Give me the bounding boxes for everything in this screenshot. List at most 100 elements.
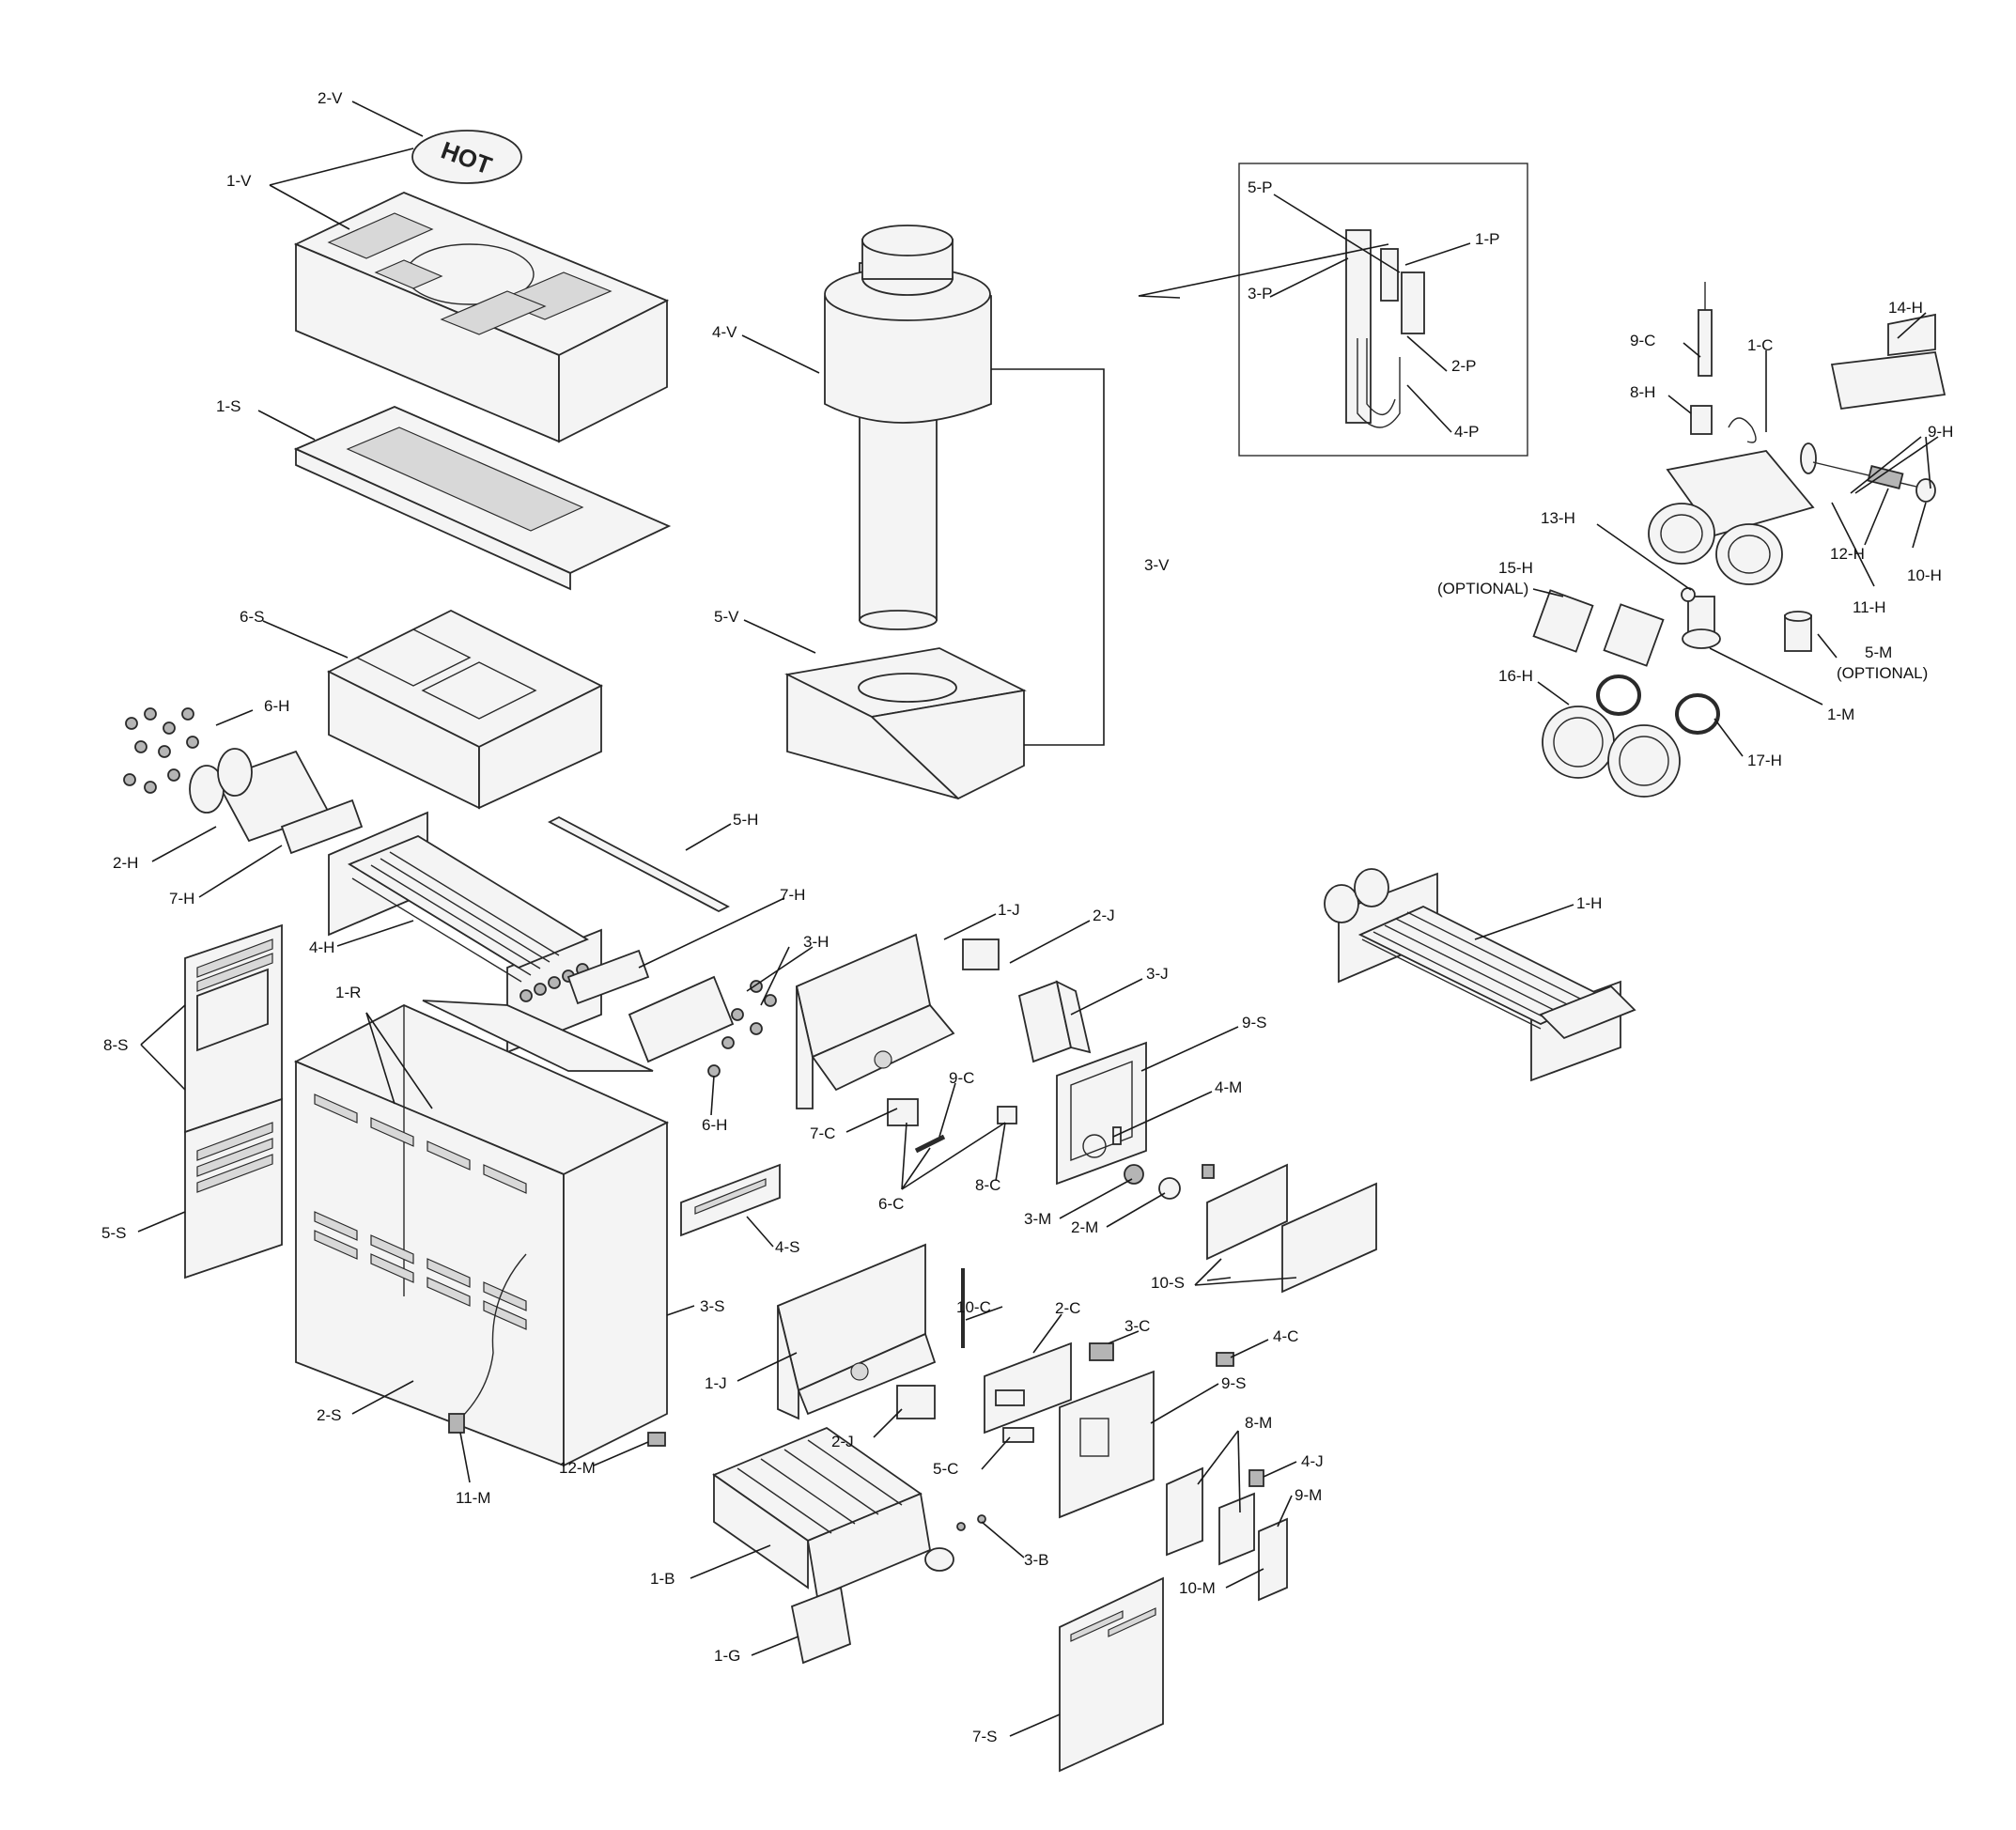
label-16-h: 16-H xyxy=(1498,667,1533,685)
label-14-h: 14-H xyxy=(1888,299,1923,317)
label-2-m: 2-M xyxy=(1071,1218,1098,1236)
top-gasket-frame xyxy=(293,406,672,591)
label-4-s: 4-S xyxy=(775,1238,799,1256)
bezel-lower xyxy=(1059,1370,1155,1519)
label-3-m: 3-M xyxy=(1024,1210,1051,1228)
heat-exchanger-assembly xyxy=(1324,868,1636,1082)
gasket-5c xyxy=(1002,1427,1034,1443)
label-4-j: 4-J xyxy=(1301,1452,1324,1470)
drain-plug xyxy=(1681,587,1696,602)
tube-bundle xyxy=(328,811,602,1054)
clip xyxy=(1728,417,1757,443)
label-10-m: 10-M xyxy=(1179,1579,1216,1597)
label-10-h: 10-H xyxy=(1907,566,1942,584)
bezel-upper xyxy=(1056,1041,1147,1186)
label-9-s-top: 9-S xyxy=(1242,1014,1266,1031)
leader-lines xyxy=(137,101,1939,1737)
connector-4c xyxy=(1216,1352,1234,1367)
check-valve xyxy=(1682,596,1721,649)
label-9-m: 9-M xyxy=(1295,1486,1322,1504)
vent-pipe-collar xyxy=(824,225,992,630)
vent-adapter-box xyxy=(784,647,1027,800)
top-vent-cover xyxy=(293,192,670,443)
label-4-v: 4-V xyxy=(712,323,737,341)
label-7-c: 7-C xyxy=(810,1124,835,1142)
hot-cap-plate: HOT xyxy=(411,130,522,184)
knob-2m xyxy=(1158,1177,1181,1200)
control-module xyxy=(1017,980,1092,1063)
o-rings xyxy=(1596,675,1720,735)
label-3-j: 3-J xyxy=(1146,965,1169,983)
label-2-h: 2-H xyxy=(113,854,138,872)
label-6-h-bottom: 6-H xyxy=(702,1116,727,1134)
transformer-lower xyxy=(896,1385,936,1419)
label-12-h: 12-H xyxy=(1830,545,1865,563)
probe-fitting xyxy=(1690,405,1713,435)
side-panel-lower xyxy=(184,1097,283,1279)
label-7-h-left: 7-H xyxy=(169,890,194,907)
sensor-probe xyxy=(1698,282,1713,377)
label-1-j-bottom: 1-J xyxy=(705,1374,727,1392)
label-6-c: 6-C xyxy=(878,1195,904,1213)
label-5-m: 5-M xyxy=(1865,644,1892,661)
label-6-s: 6-S xyxy=(240,608,264,626)
knob-3m xyxy=(1124,1164,1144,1185)
control-bracket-lower xyxy=(776,1243,937,1420)
label-15-h: 15-H xyxy=(1498,559,1533,577)
label-11-m: 11-M xyxy=(456,1489,490,1507)
union-nuts xyxy=(1542,706,1681,798)
in-out-header xyxy=(189,748,331,843)
label-3-v: 3-V xyxy=(1144,556,1170,574)
label-3-s: 3-S xyxy=(700,1297,724,1315)
callout-labels: 2-V 1-V 1-S 4-V 3-V 5-V 6-S 6-H 5-P 1-P … xyxy=(101,89,1953,1745)
burner-tray xyxy=(712,1426,954,1599)
pressure-relief-valve xyxy=(1784,611,1812,652)
label-1-v: 1-V xyxy=(226,172,252,190)
label-4-p: 4-P xyxy=(1454,423,1479,441)
header-valve-body xyxy=(1648,450,1815,585)
label-8-c: 8-C xyxy=(975,1176,1000,1194)
label-5-s: 5-S xyxy=(101,1224,126,1242)
label-1-j-top: 1-J xyxy=(998,901,1020,919)
heat-exchanger-strip xyxy=(548,815,730,913)
label-5-c: 5-C xyxy=(933,1460,958,1478)
door-top-panel xyxy=(1202,1163,1377,1294)
label-9-h: 9-H xyxy=(1928,423,1953,441)
strain-relief xyxy=(647,1432,666,1447)
pilot-assembly xyxy=(1345,229,1425,428)
label-1-m: 1-M xyxy=(1827,706,1854,723)
label-4-c: 4-C xyxy=(1273,1327,1298,1345)
side-panel-upper xyxy=(184,923,283,1134)
header-nuts-right xyxy=(707,980,777,1078)
label-1-g: 1-G xyxy=(714,1647,740,1665)
label-9-c-top: 9-C xyxy=(1630,332,1655,349)
label-4-m: 4-M xyxy=(1215,1078,1242,1096)
label-1-c: 1-C xyxy=(1747,336,1773,354)
label-3-h: 3-H xyxy=(803,933,829,951)
bracket-plate xyxy=(1830,313,1946,411)
label-3-c: 3-C xyxy=(1124,1317,1150,1335)
label-5-m-optional: (OPTIONAL) xyxy=(1837,664,1928,682)
control-bracket-upper xyxy=(795,933,955,1109)
label-7-h-right: 7-H xyxy=(780,886,805,904)
label-7-s: 7-S xyxy=(972,1728,997,1745)
pilot-assembly-inset xyxy=(1238,163,1528,457)
combustion-chamber-baffle xyxy=(326,609,604,810)
label-8-h: 8-H xyxy=(1630,383,1655,401)
switch-8c xyxy=(997,1106,1017,1124)
union-adapters xyxy=(1532,589,1665,667)
label-1-b: 1-B xyxy=(650,1570,675,1588)
label-4-h: 4-H xyxy=(309,938,334,956)
label-8-m: 8-M xyxy=(1245,1414,1272,1432)
label-2-s: 2-S xyxy=(317,1406,341,1424)
label-17-h: 17-H xyxy=(1747,752,1782,769)
label-1-s: 1-S xyxy=(216,397,240,415)
label-1-r: 1-R xyxy=(335,984,361,1001)
sensor-9c-b xyxy=(914,1134,946,1154)
label-8-s: 8-S xyxy=(103,1036,128,1054)
label-1-p: 1-P xyxy=(1475,230,1499,248)
switch-4j xyxy=(1248,1469,1264,1487)
label-3-b: 3-B xyxy=(1024,1551,1048,1569)
